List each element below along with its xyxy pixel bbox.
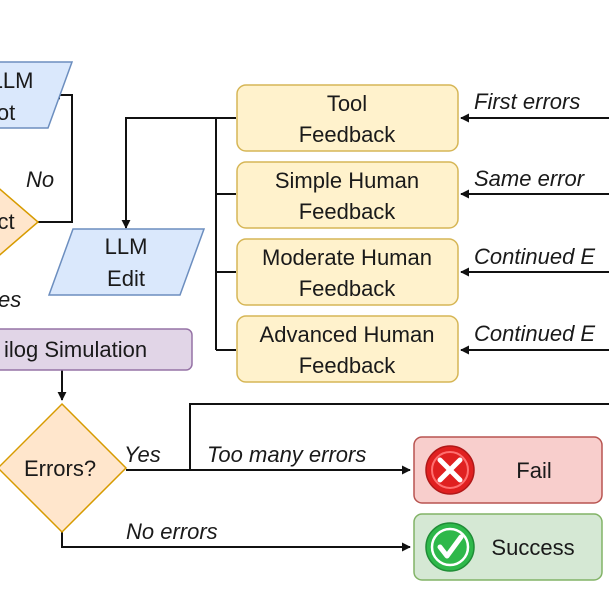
- node-fail: Fail: [413, 436, 603, 504]
- simulation-label: ilog Simulation: [4, 337, 147, 362]
- node-errors-decision: Errors?: [0, 402, 128, 534]
- simple-feedback-line2: Feedback: [299, 199, 397, 224]
- moderate-feedback-line2: Feedback: [299, 276, 397, 301]
- llm-prompt-line2: ot: [0, 100, 15, 125]
- connectors: [38, 90, 609, 552]
- edge-no-to-llm-prompt: [38, 90, 73, 223]
- edge-label-continued-2: Continued E: [474, 321, 595, 346]
- edge-no-errors-to-success: [61, 530, 411, 552]
- correct-label: ct: [0, 209, 15, 234]
- moderate-feedback-line1: Moderate Human: [262, 245, 432, 270]
- edge-label-too-many-errors: Too many errors: [207, 442, 366, 467]
- edge-label-same-error: Same error: [474, 166, 586, 191]
- fail-icon: [425, 445, 475, 495]
- node-moderate-feedback: Moderate Human Feedback: [236, 238, 459, 306]
- edge-label-first-errors: First errors: [474, 89, 580, 114]
- llm-edit-line2: Edit: [107, 266, 145, 291]
- edge-retry-loop: [189, 403, 609, 470]
- success-label: Success: [491, 535, 574, 560]
- edge-bus-to-llm-edit: [121, 117, 216, 229]
- llm-edit-line1: LLM: [105, 234, 148, 259]
- edge-label-no: No: [26, 167, 54, 192]
- node-llm-edit: LLM Edit: [47, 228, 206, 296]
- errors-label: Errors?: [24, 456, 96, 481]
- advanced-feedback-line1: Advanced Human: [260, 322, 435, 347]
- node-success: Success: [413, 513, 603, 581]
- node-simulation: ilog Simulation: [0, 328, 193, 371]
- node-simple-feedback: Simple Human Feedback: [236, 161, 459, 229]
- edge-label-yes-errors: Yes: [124, 442, 161, 467]
- edge-label-continued-1: Continued E: [474, 244, 595, 269]
- simple-feedback-line1: Simple Human: [275, 168, 419, 193]
- advanced-feedback-line2: Feedback: [299, 353, 397, 378]
- tool-feedback-line2: Feedback: [299, 122, 397, 147]
- edge-label-no-errors: No errors: [126, 519, 218, 544]
- edge-label-yes-correct: es: [0, 287, 21, 312]
- tool-feedback-line1: Tool: [327, 91, 367, 116]
- fail-label: Fail: [516, 458, 551, 483]
- node-tool-feedback: Tool Feedback: [236, 84, 459, 152]
- node-llm-prompt: LLM ot: [0, 61, 74, 129]
- success-check-icon: [425, 522, 475, 572]
- llm-prompt-line1: LLM: [0, 68, 33, 93]
- node-advanced-feedback: Advanced Human Feedback: [236, 315, 459, 383]
- node-correct-decision: ct: [0, 188, 40, 256]
